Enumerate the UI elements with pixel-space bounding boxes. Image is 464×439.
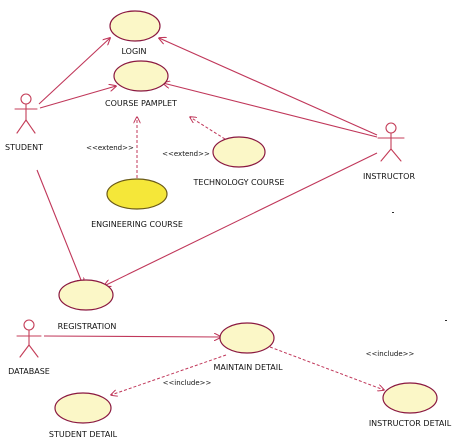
instructor-label: INSTRUCTOR: [363, 172, 415, 181]
course-pamplet-label: COURSE PAMPLET: [105, 99, 177, 108]
use-case-registration[interactable]: REGISTRATION: [58, 279, 117, 331]
use-case-technology-course[interactable]: TECHNOLOGY COURSE: [193, 136, 285, 187]
instructor-head: [385, 122, 397, 134]
maintain-detail-oval[interactable]: [219, 322, 275, 354]
engineering-course-oval[interactable]: [106, 178, 168, 210]
artifact-dot-1: [392, 212, 394, 213]
technology-course-oval[interactable]: [212, 136, 266, 168]
engineering-course-label: ENGINEERING COURSE: [91, 220, 183, 229]
use-cases: LOGIN COURSE PAMPLET TECHNOLOGY COURSE E…: [49, 10, 452, 439]
database-maintain-detail-association: [43, 336, 221, 337]
student-left-leg: [16, 119, 27, 134]
login-label: LOGIN: [121, 47, 146, 56]
student-registration-association: [36, 169, 83, 285]
student-detail-oval[interactable]: [54, 392, 112, 424]
artifact-dot-2: [445, 320, 447, 321]
database-right-leg: [28, 344, 39, 358]
actors: STUDENT INSTRUCTOR DATABASE: [5, 93, 415, 376]
relationship-labels: <<extend>> <<extend>> <<include>> <<incl…: [86, 144, 414, 387]
instructor-course-pamplet-association: [163, 83, 378, 138]
technology-extend-dependency: [190, 117, 226, 140]
artifact-dots: [392, 212, 447, 321]
use-case-course-pamplet[interactable]: COURSE PAMPLET: [105, 60, 177, 108]
database-left-leg: [19, 344, 30, 358]
use-case-instructor-detail[interactable]: INSTRUCTOR DETAIL: [369, 382, 452, 428]
student-label: STUDENT: [5, 143, 43, 152]
use-case-engineering-course[interactable]: ENGINEERING COURSE: [91, 178, 183, 229]
instructor-login-association: [159, 38, 378, 136]
technology-course-label: TECHNOLOGY COURSE: [193, 178, 285, 187]
instructor-detail-include-dependency: [269, 346, 384, 390]
instructor-registration-association: [104, 152, 378, 286]
association-lines: [36, 38, 378, 337]
extend-engineering-label: <<extend>>: [86, 144, 134, 152]
student-detail-include-dependency: [111, 354, 227, 395]
instructor-right-leg: [390, 148, 402, 162]
actor-database[interactable]: DATABASE: [8, 319, 50, 376]
student-login-association: [38, 38, 110, 105]
database-head: [23, 319, 35, 331]
student-head: [20, 93, 32, 105]
registration-label: REGISTRATION: [58, 322, 117, 331]
instructor-detail-oval[interactable]: [382, 382, 438, 414]
instructor-left-leg: [380, 148, 392, 162]
use-case-maintain-detail[interactable]: MAINTAIN DETAIL: [213, 322, 283, 372]
student-course-pamplet-association: [39, 86, 116, 109]
registration-oval[interactable]: [58, 279, 114, 311]
student-detail-label: STUDENT DETAIL: [49, 430, 118, 439]
database-label: DATABASE: [8, 367, 50, 376]
login-oval[interactable]: [109, 10, 161, 42]
include-student-detail-label: <<include>>: [163, 379, 212, 387]
instructor-detail-label: INSTRUCTOR DETAIL: [369, 419, 452, 428]
include-instructor-detail-label: <<include>>: [366, 350, 415, 358]
student-right-leg: [25, 119, 36, 134]
actor-instructor[interactable]: INSTRUCTOR: [363, 122, 415, 181]
dependency-lines: [111, 117, 384, 395]
course-pamplet-oval[interactable]: [113, 60, 169, 92]
use-case-student-detail[interactable]: STUDENT DETAIL: [49, 392, 118, 439]
extend-technology-label: <<extend>>: [162, 150, 210, 158]
maintain-detail-label: MAINTAIN DETAIL: [213, 363, 283, 372]
actor-student[interactable]: STUDENT: [5, 93, 43, 152]
use-case-login[interactable]: LOGIN: [109, 10, 161, 56]
